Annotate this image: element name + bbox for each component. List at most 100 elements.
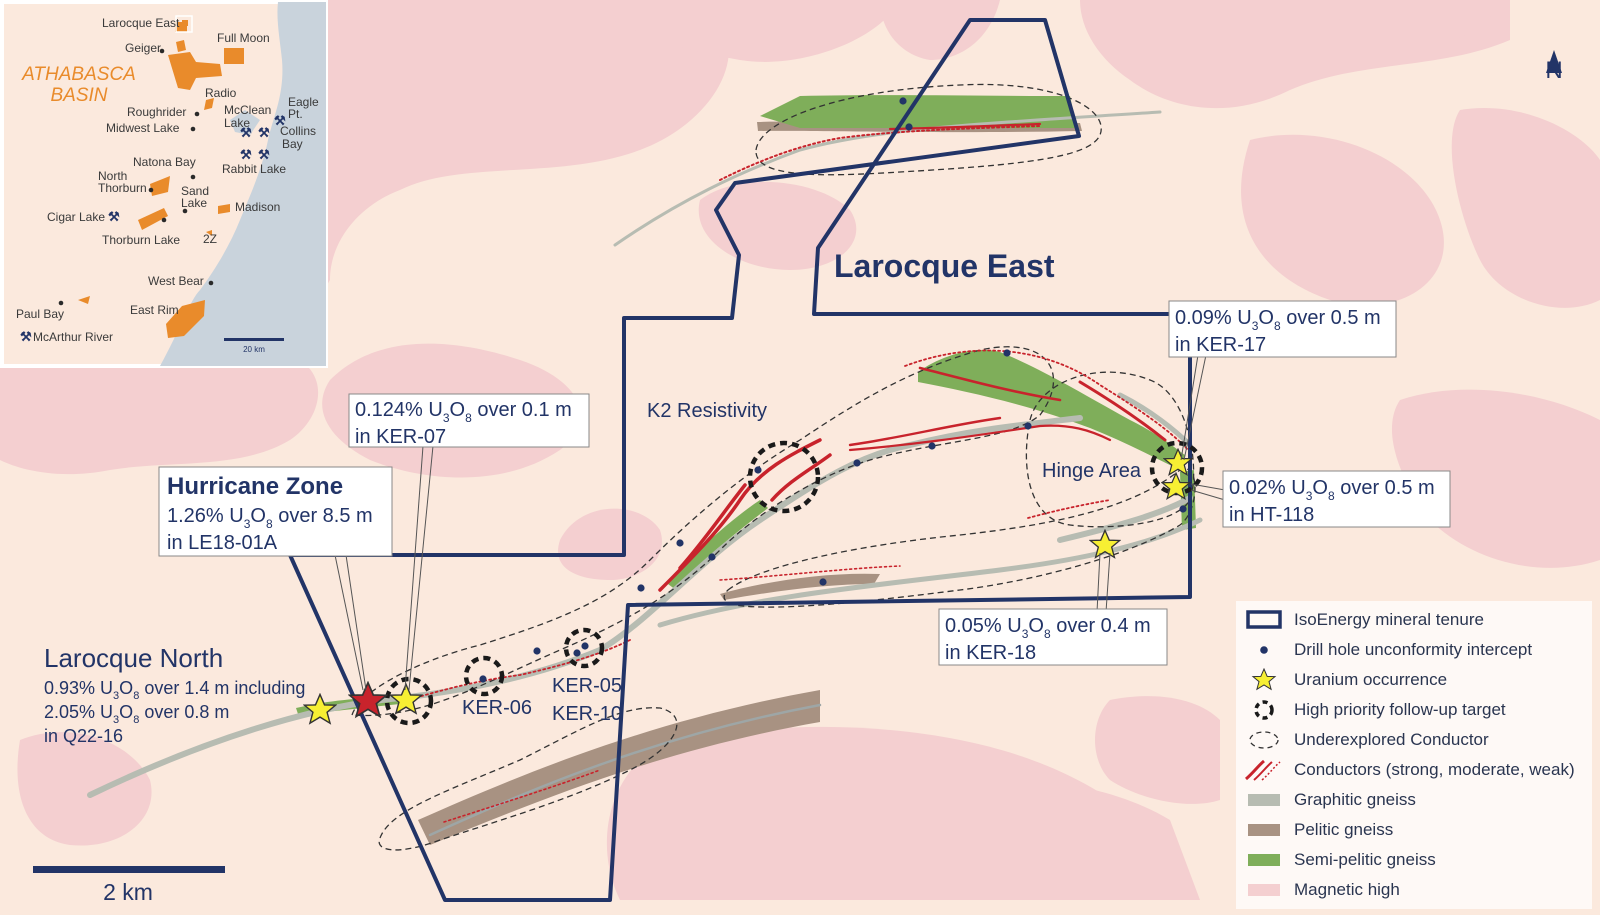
property-title: Larocque East: [834, 248, 1055, 284]
scale-bar: 2 km: [33, 866, 225, 905]
drill-hole-marker: [708, 553, 716, 561]
mine-icon: ⚒: [258, 147, 270, 162]
star-icon: [1242, 667, 1286, 692]
svg-text:1.26% U3O8 over 8.5 m: 1.26% U3O8 over 8.5 m: [167, 505, 373, 531]
legend-item-graphitic: Graphitic gneiss: [1236, 785, 1592, 815]
svg-text:Larocque East: Larocque East: [102, 16, 180, 30]
target-ker06: [463, 655, 505, 697]
mine-icon: ⚒: [108, 209, 120, 224]
legend-item-semipelitic: Semi-pelitic gneiss: [1236, 845, 1592, 875]
svg-text:BASIN: BASIN: [50, 85, 107, 106]
mine-icon: ⚒: [258, 125, 270, 140]
svg-text:in KER-07: in KER-07: [355, 426, 446, 448]
conductor-lines-icon: [1242, 758, 1286, 782]
callout-ker18: 0.05% U3O8 over 0.4 m in KER-18: [938, 608, 1168, 666]
drill-hole-marker: [853, 459, 861, 467]
svg-text:Geiger: Geiger: [125, 41, 161, 55]
drill-hole-marker: [581, 642, 589, 650]
legend-item-pelitic: Pelitic gneiss: [1236, 815, 1592, 845]
svg-text:Hurricane Zone: Hurricane Zone: [167, 473, 343, 500]
legend-item-tenure: IsoEnergy mineral tenure: [1236, 605, 1592, 635]
svg-text:Eagle: Eagle: [288, 95, 319, 109]
pelitic-swatch-icon: [1242, 818, 1286, 842]
svg-text:McClean: McClean: [224, 103, 271, 117]
svg-text:Lake: Lake: [224, 116, 250, 130]
svg-text:East Rim: East Rim: [130, 303, 179, 317]
callout-ht118: 0.02% U3O8 over 0.5 m in HT-118: [1222, 470, 1451, 528]
callout-ker07: 0.124% U3O8 over 0.1 m in KER-07: [348, 393, 590, 448]
inset-location-map: ATHABASCA BASIN Larocque East Geiger Ful…: [0, 0, 328, 368]
svg-text:Madison: Madison: [235, 200, 280, 214]
drill-hole-marker: [1003, 349, 1011, 357]
svg-text:Midwest Lake: Midwest Lake: [106, 121, 180, 135]
svg-text:Sand: Sand: [181, 184, 209, 198]
mine-icon: ⚒: [274, 113, 286, 128]
legend-item-drill: Drill hole unconformity intercept: [1236, 635, 1592, 665]
north-arrow: N: [1545, 50, 1563, 84]
map-legend: IsoEnergy mineral tenure Drill hole unco…: [1236, 601, 1592, 909]
svg-text:0.09% U3O8 over 0.5 m: 0.09% U3O8 over 0.5 m: [1175, 307, 1381, 333]
mine-icon: ⚒: [20, 329, 32, 344]
svg-text:20 km: 20 km: [243, 345, 265, 354]
graphitic-swatch-icon: [1242, 788, 1286, 812]
svg-text:0.02% U3O8 over 0.5 m: 0.02% U3O8 over 0.5 m: [1229, 477, 1435, 503]
svg-text:0.93% U3O8 over 1.4 m includin: 0.93% U3O8 over 1.4 m including: [44, 678, 305, 702]
svg-text:in KER-17: in KER-17: [1175, 334, 1266, 356]
drill-hole-marker: [1179, 505, 1187, 513]
legend-item-priority: High priority follow-up target: [1236, 695, 1592, 725]
legend-item-uranium: Uranium occurrence: [1236, 665, 1592, 695]
callout-hurricane-zone: Hurricane Zone 1.26% U3O8 over 8.5 m in …: [158, 466, 393, 557]
target-circle-icon: [1242, 698, 1286, 722]
drill-hole-marker: [676, 539, 684, 547]
drill-hole-marker: [637, 584, 645, 592]
svg-text:2.05% U3O8 over 0.8 m: 2.05% U3O8 over 0.8 m: [44, 702, 229, 726]
drill-hole-marker: [573, 649, 581, 657]
larocque-north-label: Larocque North: [44, 643, 223, 673]
ker10-label: KER-10: [552, 703, 622, 725]
legend-item-underexplored: Underexplored Conductor: [1236, 725, 1592, 755]
dashed-oval-icon: [1242, 728, 1286, 752]
underexplored-conductor-outlines: [351, 83, 1196, 851]
svg-text:Bay: Bay: [282, 137, 303, 151]
target-ker07: [384, 676, 434, 726]
north-arrow-icon: [1546, 50, 1562, 73]
svg-text:2 km: 2 km: [103, 879, 153, 905]
svg-text:in KER-18: in KER-18: [945, 642, 1036, 664]
svg-text:Collins: Collins: [280, 124, 316, 138]
svg-text:Thorburn: Thorburn: [98, 181, 147, 195]
semipelitic-swatch-icon: [1242, 848, 1286, 872]
mine-icon: ⚒: [240, 147, 252, 162]
drill-hole-marker: [905, 123, 913, 131]
drill-hole-intercepts: [479, 97, 1187, 683]
svg-text:Thorburn Lake: Thorburn Lake: [102, 233, 180, 247]
svg-text:0.124% U3O8 over 0.1 m: 0.124% U3O8 over 0.1 m: [355, 399, 572, 425]
target-k2: [747, 440, 821, 514]
ker06-label: KER-06: [462, 697, 532, 719]
drill-hole-marker: [819, 578, 827, 586]
svg-text:Pt.: Pt.: [288, 107, 303, 121]
svg-text:2Z: 2Z: [203, 232, 217, 246]
isoenergy-tenure-boundary: [288, 18, 1192, 902]
hinge-area-label: Hinge Area: [1042, 460, 1142, 482]
larocque-north-annotation: Larocque North 0.93% U3O8 over 1.4 m inc…: [44, 643, 305, 746]
hurricane-zone-star: [348, 681, 388, 718]
drill-hole-marker: [899, 97, 907, 105]
svg-text:Full Moon: Full Moon: [217, 31, 270, 45]
svg-text:ATHABASCA: ATHABASCA: [21, 64, 136, 85]
svg-text:Radio: Radio: [205, 86, 237, 100]
svg-text:N: N: [1545, 57, 1562, 84]
legend-item-conductors: Conductors (strong, moderate, weak): [1236, 755, 1592, 785]
tenure-swatch-icon: [1242, 608, 1286, 632]
svg-text:in Q22-16: in Q22-16: [44, 726, 123, 746]
svg-text:in LE18-01A: in LE18-01A: [167, 532, 278, 554]
legend-item-magnetic: Magnetic high: [1236, 875, 1592, 905]
svg-text:Natona Bay: Natona Bay: [133, 155, 196, 169]
svg-text:in HT-118: in HT-118: [1229, 504, 1314, 526]
svg-text:Lake: Lake: [181, 196, 207, 210]
drill-hole-marker: [479, 675, 487, 683]
svg-text:West Bear: West Bear: [148, 274, 204, 288]
callout-leaders: [334, 354, 1226, 691]
svg-text:Rabbit Lake: Rabbit Lake: [222, 162, 286, 176]
drill-hole-icon: [1242, 638, 1286, 662]
